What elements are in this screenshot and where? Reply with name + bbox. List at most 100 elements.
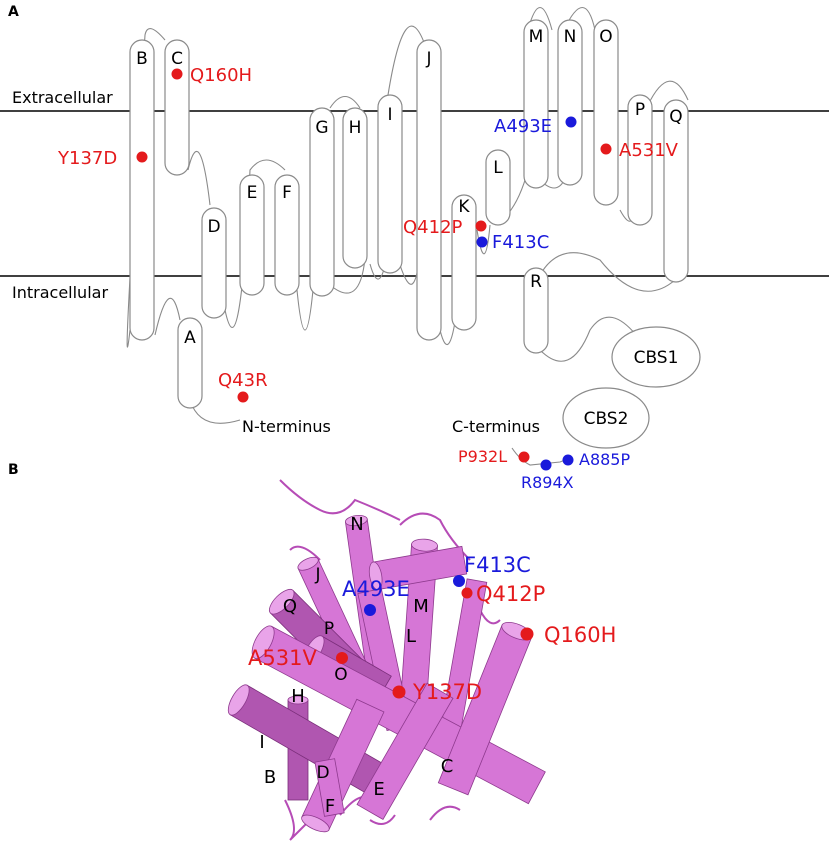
panel-b-letter: B <box>8 462 19 478</box>
helix-l <box>485 149 511 226</box>
mutation-dot-f413c <box>476 236 488 248</box>
mutation-dot-a493e <box>565 116 577 128</box>
helix-c <box>164 39 190 176</box>
cbs2-domain <box>562 387 650 449</box>
helix-j <box>416 39 442 341</box>
helix-h <box>342 107 368 269</box>
mutation-label-q412p: Q412P <box>403 217 463 238</box>
structure-label-h: H <box>291 686 305 707</box>
helix-label-p: P <box>635 100 645 120</box>
helix-g <box>309 107 335 297</box>
mutation-label-a493e: A493E <box>494 116 552 137</box>
structure-label-d: D <box>316 763 329 783</box>
structure-label-m: M <box>413 596 429 617</box>
mutation-dot-p932l <box>518 451 530 463</box>
extracellular-label: Extracellular <box>12 88 113 107</box>
structure-label-a531v: A531V <box>248 646 317 670</box>
mutation-label-r894x: R894X <box>521 473 574 492</box>
structure-helix-labels: N J M Q P L O H I B D F E C <box>259 514 453 817</box>
helix-label-d: D <box>207 217 220 237</box>
mutation-dot-q412p <box>475 220 487 232</box>
panel-b: B <box>8 462 616 841</box>
helix-label-o: O <box>599 27 612 47</box>
helix-i <box>377 94 403 274</box>
structure-dot-q412p <box>461 587 473 599</box>
panel-a-letter: A <box>8 4 19 20</box>
structure-dot-a493e <box>364 604 376 616</box>
structure-label-a493e: A493E <box>342 577 410 601</box>
helix-label-b: B <box>136 49 148 69</box>
structure-dot-y137d <box>392 685 406 699</box>
helix-label-f: F <box>282 183 292 203</box>
helix-label-m: M <box>529 27 544 47</box>
structure-dot-f413c <box>453 575 465 587</box>
structure-dot-a531v <box>336 652 348 664</box>
helix-label-q: Q <box>669 107 682 127</box>
mutation-label-y137d: Y137D <box>57 148 117 169</box>
mutation-dot-r894x <box>540 459 552 471</box>
helix-label-i: I <box>387 105 392 125</box>
helix-label-h: H <box>349 118 362 138</box>
helix-m <box>523 19 549 189</box>
helix-label-a: A <box>184 328 196 348</box>
mutation-label-q43r: Q43R <box>218 370 268 391</box>
helix-label-n: N <box>564 27 577 47</box>
cbs1-domain <box>611 326 701 388</box>
helix-b <box>129 39 155 341</box>
helix-r <box>523 267 549 354</box>
helix-label-g: G <box>315 118 328 138</box>
helix-label-l: L <box>493 158 503 178</box>
helix-o <box>593 19 619 206</box>
structure-label-n: N <box>350 514 363 535</box>
mutation-label-q160h: Q160H <box>190 65 252 86</box>
cylinder-e <box>356 682 454 821</box>
cbs2-label: CBS2 <box>584 409 629 429</box>
helix-q <box>663 99 689 283</box>
helix-k <box>451 194 477 331</box>
structure-label-q: Q <box>283 596 297 617</box>
helix-n <box>557 19 583 186</box>
helix-e <box>239 174 265 296</box>
cylinder-top-horizontal <box>368 545 468 591</box>
mutation-dot-a885p <box>562 454 574 466</box>
helix-label-r: R <box>530 272 542 292</box>
topology-helices <box>129 19 689 409</box>
mutation-label-f413c: F413C <box>492 232 549 253</box>
structure-mutations: F413C Q412P A493E Q160H A531V Y137D <box>248 553 616 704</box>
helix-d <box>201 207 227 319</box>
mutation-label-a531v: A531V <box>619 140 679 161</box>
structure-label-b: B <box>264 767 276 788</box>
cylinder-m <box>397 538 438 737</box>
intracellular-label: Intracellular <box>12 283 108 302</box>
topology-helix-labels: A B C D E F G H I J K L M N O P Q R <box>136 27 683 348</box>
structure-dot-q160h <box>520 627 534 641</box>
helix-label-j: J <box>425 49 431 69</box>
topology-mutations: Q160H Y137D A493E A531V Q412P F413C Q43R… <box>57 65 679 492</box>
mutation-dot-a531v <box>600 143 612 155</box>
n-terminus-label: N-terminus <box>242 417 331 436</box>
c-terminus-label: C-terminus <box>452 417 540 436</box>
structure-label-i: I <box>259 732 264 753</box>
cylinder-d <box>314 758 345 817</box>
structure-label-e: E <box>373 779 384 800</box>
structure-label-p: P <box>324 619 334 639</box>
cbs1-label: CBS1 <box>634 348 679 368</box>
helix-f <box>274 174 300 296</box>
structure-label-j: J <box>314 565 320 585</box>
helix-label-k: K <box>458 197 470 217</box>
mutation-label-p932l: P932L <box>458 447 507 466</box>
structure-label-q412p: Q412P <box>476 582 545 606</box>
structure-label-f: F <box>325 796 335 817</box>
structure-label-q160h: Q160H <box>544 623 616 647</box>
helix-label-e: E <box>247 183 258 203</box>
mutation-dot-y137d <box>136 151 148 163</box>
cbs-domains: CBS1 CBS2 <box>562 326 701 449</box>
structure-label-o: O <box>334 665 347 685</box>
structure-label-l: L <box>406 626 416 647</box>
helix-p <box>627 94 653 226</box>
mutation-label-a885p: A885P <box>579 450 630 469</box>
helix-label-c: C <box>171 49 183 69</box>
panel-a: A Extracellular Intracellular <box>0 4 829 492</box>
structure-label-y137d: Y137D <box>412 680 482 704</box>
